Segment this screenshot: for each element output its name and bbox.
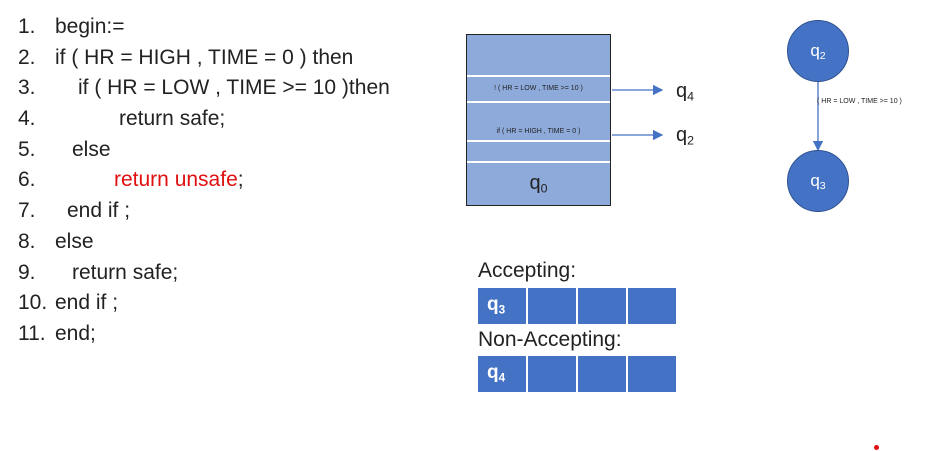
state-base: q xyxy=(487,362,499,383)
state-subscript: 4 xyxy=(498,371,506,385)
code-text: begin:= xyxy=(55,15,125,38)
code-text: end if ; xyxy=(67,199,131,223)
accepting-label: Accepting: xyxy=(478,259,577,282)
code-text: if ( HR = LOW , TIME >= 10 )then xyxy=(78,76,390,100)
tape-cell xyxy=(577,287,627,325)
state-base: q xyxy=(676,124,688,146)
state-stack: ! ( HR = LOW , TIME >= 10 ) if ( HR = HI… xyxy=(466,34,611,206)
accepting-cell: q3 xyxy=(477,287,527,325)
arrow-target-q2: q2 xyxy=(676,124,694,148)
accepting-tape: q3 xyxy=(477,287,679,325)
stack-bottom-state: q0 xyxy=(467,172,610,196)
stack-divider xyxy=(467,161,610,163)
state-base: q xyxy=(529,172,541,195)
semicolon: ; xyxy=(237,168,244,192)
non-accepting-tape: q4 xyxy=(477,355,679,393)
code-text: end; xyxy=(55,321,96,345)
state-base: q xyxy=(810,171,820,190)
code-text: else xyxy=(72,137,111,161)
tape-cell xyxy=(577,355,627,393)
stack-condition-high: if ( HR = HIGH , TIME = 0 ) xyxy=(496,128,581,135)
line-number: 6. xyxy=(18,168,36,192)
tape-cell xyxy=(627,355,677,393)
tape-cell xyxy=(527,355,577,393)
line-number: 1. xyxy=(18,15,36,38)
stack-divider xyxy=(467,75,610,77)
state-subscript: 3 xyxy=(498,303,506,317)
graph-node-q2: q2 xyxy=(787,20,849,82)
code-text: return unsafe; xyxy=(114,165,244,196)
line-number: 3. xyxy=(18,76,36,100)
state-subscript: 0 xyxy=(540,182,548,196)
line-number: 8. xyxy=(18,229,36,253)
code-text: end if ; xyxy=(55,291,119,315)
graph-node-q3: q3 xyxy=(787,150,849,212)
code-text: else xyxy=(55,229,94,253)
line-number: 11. xyxy=(18,321,46,345)
line-number: 7. xyxy=(18,199,36,223)
edge-label: ( HR = LOW , TIME >= 10 ) xyxy=(817,98,902,105)
line-number: 9. xyxy=(18,260,36,284)
red-dot xyxy=(874,445,879,450)
tape-cell xyxy=(527,287,577,325)
state-base: q xyxy=(487,294,499,315)
line-number: 5. xyxy=(18,137,36,161)
stack-condition-not-low: ! ( HR = LOW , TIME >= 10 ) xyxy=(494,85,583,92)
state-base: q xyxy=(810,41,820,60)
state-subscript: 2 xyxy=(819,50,826,63)
non-accepting-cell: q4 xyxy=(477,355,527,393)
state-subscript: 2 xyxy=(687,133,695,148)
line-number: 10. xyxy=(18,291,48,315)
state-subscript: 3 xyxy=(819,180,826,193)
code-text: return safe; xyxy=(119,107,226,131)
non-accepting-label: Non-Accepting: xyxy=(478,328,622,351)
state-subscript: 4 xyxy=(687,89,695,104)
line-number: 2. xyxy=(18,45,36,69)
state-base: q xyxy=(676,80,688,102)
line-number: 4. xyxy=(18,107,36,131)
code-text: return safe; xyxy=(72,260,179,284)
stack-divider xyxy=(467,101,610,103)
tape-cell xyxy=(627,287,677,325)
code-text: if ( HR = HIGH , TIME = 0 ) then xyxy=(55,45,354,69)
unsafe-return-text: return unsafe xyxy=(114,168,238,192)
stack-divider xyxy=(467,140,610,142)
arrow-target-q4: q4 xyxy=(676,80,694,104)
